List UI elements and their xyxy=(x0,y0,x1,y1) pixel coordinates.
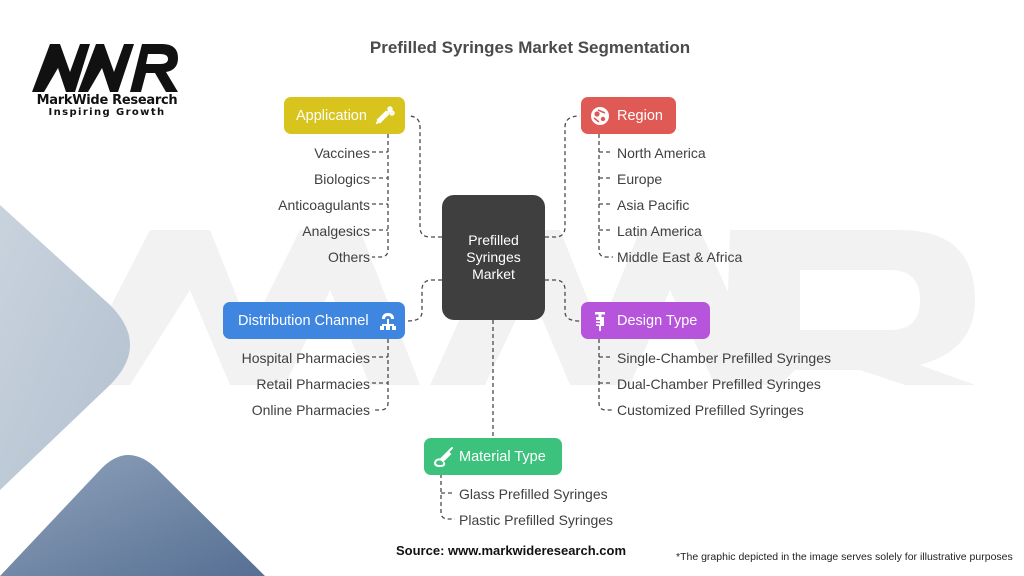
syringe-icon xyxy=(373,105,395,127)
category-design-type[interactable]: Design Type xyxy=(581,302,710,339)
category-material-type-label: Material Type xyxy=(459,448,546,465)
diagram-title: Prefilled Syringes Market Segmentation xyxy=(369,38,691,57)
design-type-item: Dual-Chamber Prefilled Syringes xyxy=(617,376,821,392)
distribution-channel-item: Retail Pharmacies xyxy=(256,376,370,392)
application-item: Analgesics xyxy=(302,223,370,239)
application-item: Biologics xyxy=(313,171,370,187)
center-node-label: Prefilled Syringes Market xyxy=(466,232,521,282)
distribution-channel-item: Online Pharmacies xyxy=(251,402,370,418)
syringe-vertical-icon xyxy=(589,310,611,332)
category-application-label: Application xyxy=(296,107,367,124)
material-type-item: Plastic Prefilled Syringes xyxy=(459,512,614,528)
disclaimer-note: *The graphic depicted in the image serve… xyxy=(676,551,1013,563)
design-type-item: Customized Prefilled Syringes xyxy=(617,402,804,418)
source-credit: Source: www.markwideresearch.com xyxy=(396,543,627,558)
region-item: Asia Pacific xyxy=(617,197,690,213)
network-hierarchy-icon xyxy=(377,310,399,332)
region-item: Latin America xyxy=(617,223,702,239)
brand-tagline: Inspiring Growth xyxy=(48,107,166,118)
application-item: Anticoagulants xyxy=(278,197,370,213)
category-region[interactable]: Region xyxy=(581,97,676,134)
category-distribution-channel[interactable]: Distribution Channel xyxy=(223,302,405,339)
category-material-type[interactable]: Material Type xyxy=(424,438,562,475)
category-region-label: Region xyxy=(617,107,663,124)
center-node[interactable]: Prefilled Syringes Market xyxy=(442,195,545,320)
brand-name: MarkWide Research xyxy=(36,93,178,108)
material-type-item: Glass Prefilled Syringes xyxy=(459,486,608,502)
category-design-type-label: Design Type xyxy=(617,312,698,329)
application-item: Others xyxy=(327,249,370,265)
injection-icon xyxy=(432,446,454,468)
region-item: Europe xyxy=(617,171,663,187)
bg-shape-light xyxy=(0,205,130,490)
application-item: Vaccines xyxy=(314,145,370,161)
design-type-item: Single-Chamber Prefilled Syringes xyxy=(617,350,831,366)
category-application[interactable]: Application xyxy=(284,97,405,134)
region-item: North America xyxy=(617,145,706,161)
category-distribution-channel-label: Distribution Channel xyxy=(238,312,369,329)
bg-shape-dark xyxy=(0,455,265,576)
region-item: Middle East & Africa xyxy=(617,249,743,265)
distribution-channel-item: Hospital Pharmacies xyxy=(241,350,370,366)
brand-logo-icon xyxy=(32,44,178,92)
globe-icon xyxy=(589,105,611,127)
